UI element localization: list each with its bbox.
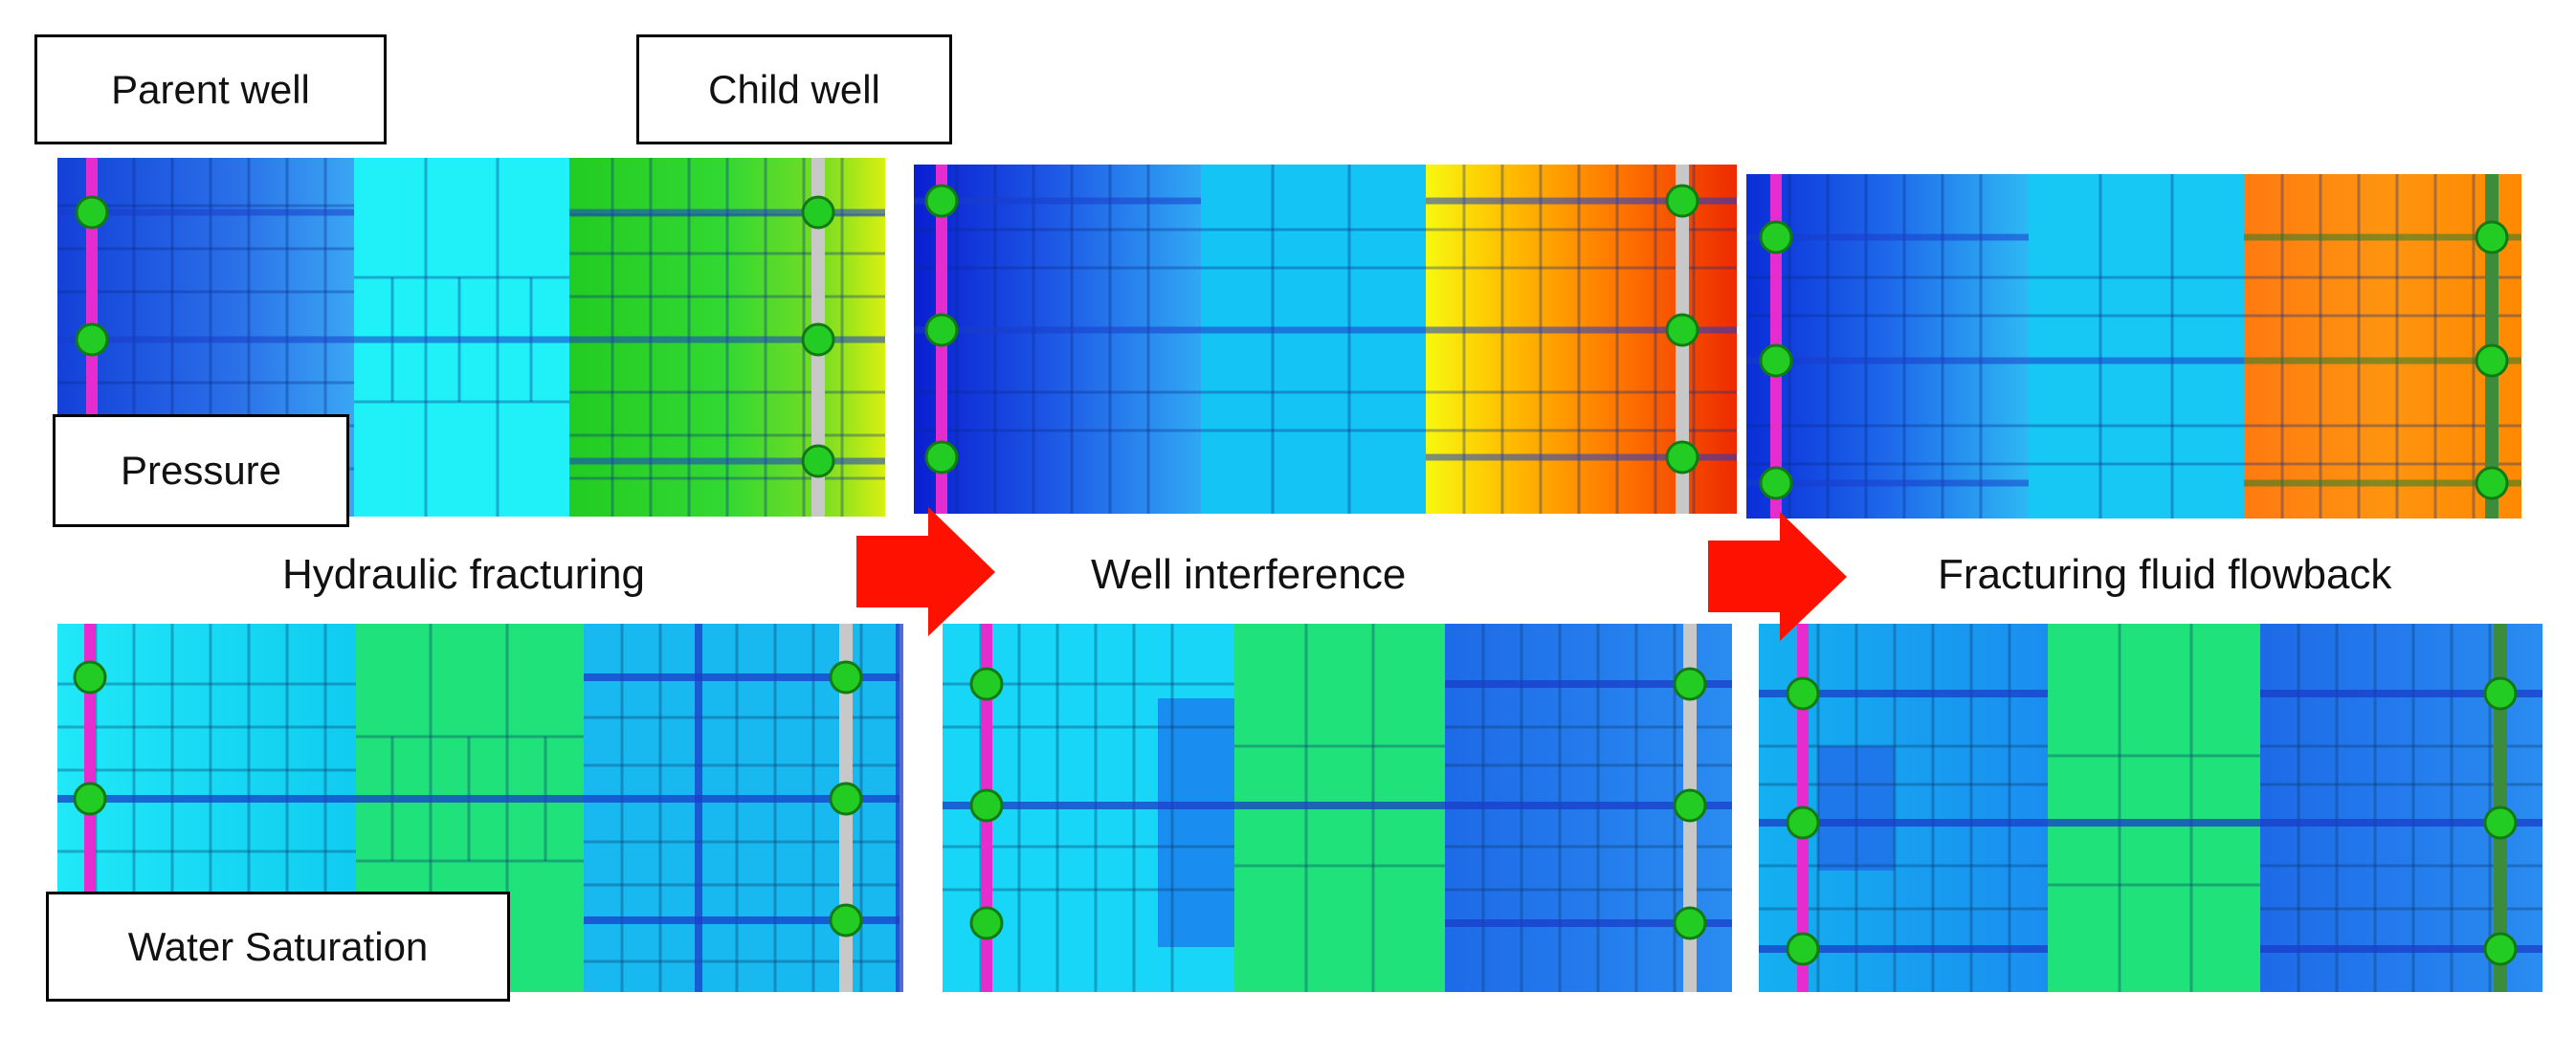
pressure-panel-hydraulic-fracturing (57, 158, 885, 517)
saturation-panel-fracturing-fluid-flowback (1759, 624, 2543, 992)
child-well-label-text: Child well (708, 66, 880, 112)
pressure-panel-fracturing-fluid-flowback (1746, 174, 2521, 518)
water-saturation-label-text: Water Saturation (127, 923, 429, 969)
stage-title-fracturing-fluid-flowback: Fracturing fluid flowback (1938, 551, 2392, 598)
pressure-grid-3 (1746, 174, 2521, 518)
right-arrow-icon (1708, 512, 1847, 641)
child-well-label: Child well (636, 34, 952, 144)
stage-title-hydraulic-fracturing: Hydraulic fracturing (282, 551, 646, 598)
pressure-panel-well-interference (914, 165, 1737, 514)
well-nodes-3 (1759, 220, 2509, 500)
well-nodes-5 (969, 667, 1707, 940)
parent-well-label: Parent well (34, 34, 387, 144)
well-nodes-1 (75, 195, 835, 478)
parent-well-label-text: Parent well (111, 66, 310, 112)
water-saturation-label: Water Saturation (46, 892, 510, 1002)
saturation-grid-3 (1759, 624, 2543, 992)
pressure-label: Pressure (53, 414, 349, 527)
well-nodes-4 (73, 660, 863, 938)
saturation-panel-well-interference (943, 624, 1732, 992)
pressure-label-text: Pressure (120, 448, 282, 493)
well-nodes-2 (924, 184, 1699, 474)
stage-title-well-interference: Well interference (1091, 551, 1407, 598)
right-arrow-icon (856, 507, 995, 636)
well-nodes-6 (1786, 676, 2518, 966)
